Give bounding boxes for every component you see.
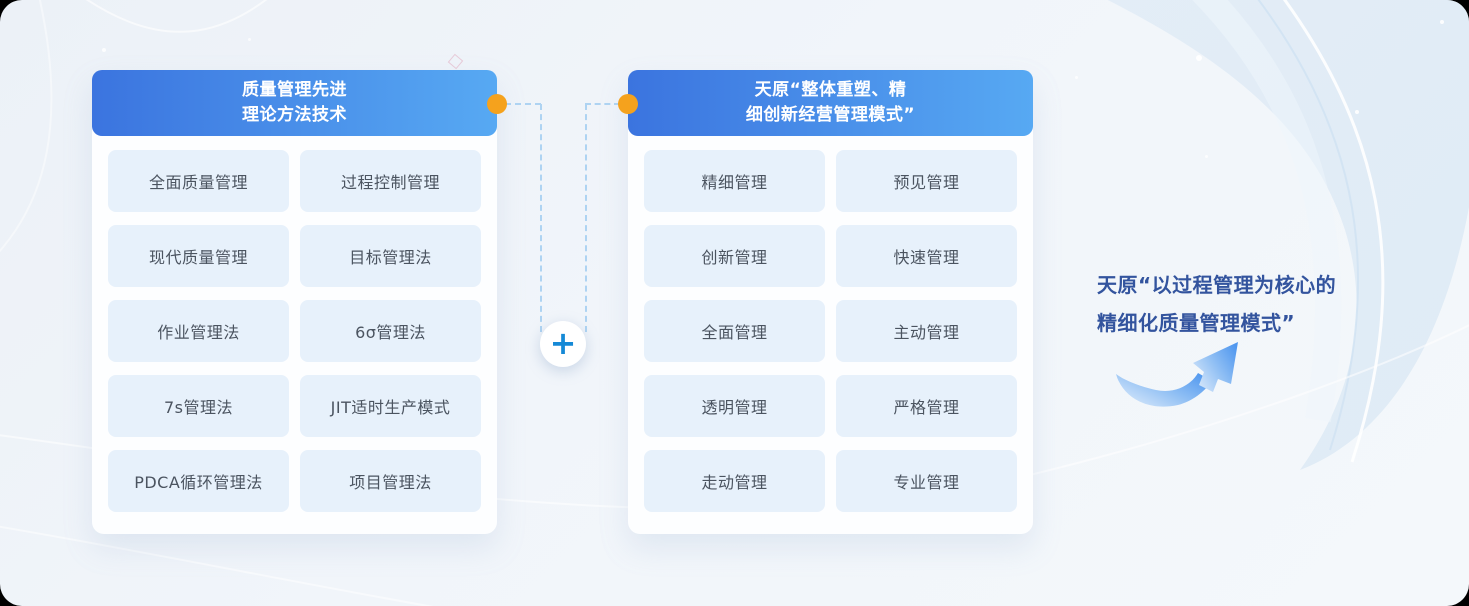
left-panel-title-line2: 理论方法技术: [242, 105, 347, 125]
dashed-connector-left-horizontal: [505, 103, 541, 105]
sparkle-dot: [1440, 20, 1444, 24]
mode-item: 严格管理: [836, 375, 1017, 437]
triangle-decoration: [447, 53, 464, 70]
mode-item: 透明管理: [644, 375, 825, 437]
plus-glyph: +: [549, 323, 577, 362]
method-item: 6σ管理法: [300, 300, 481, 362]
sparkle-dot: [1196, 55, 1202, 61]
result-statement: 天原“以过程管理为核心的 精细化质量管理模式”: [1097, 266, 1397, 342]
upward-arrow-icon: [1100, 334, 1242, 446]
right-panel-title-line2: 细创新经营管理模式”: [745, 105, 916, 125]
left-panel-body: 全面质量管理 过程控制管理 现代质量管理 目标管理法 作业管理法 6σ管理法 7…: [92, 136, 497, 534]
mode-item: 主动管理: [836, 300, 1017, 362]
method-item: 目标管理法: [300, 225, 481, 287]
method-item: 项目管理法: [300, 450, 481, 512]
connector-dot-right: [618, 94, 638, 114]
result-line1: 天原“以过程管理为核心的: [1097, 273, 1337, 297]
right-modes-panel: 天原“整体重塑、精 细创新经营管理模式” 精细管理 预见管理 创新管理 快速管理…: [628, 70, 1033, 534]
dashed-connector-right-horizontal: [585, 103, 620, 105]
method-item: 全面质量管理: [108, 150, 289, 212]
mode-item: 全面管理: [644, 300, 825, 362]
left-methods-panel: 质量管理先进 理论方法技术 全面质量管理 过程控制管理 现代质量管理 目标管理法…: [92, 70, 497, 534]
method-item: 过程控制管理: [300, 150, 481, 212]
method-item: JIT适时生产模式: [300, 375, 481, 437]
plus-icon: +: [540, 321, 586, 367]
result-line2: 精细化质量管理模式”: [1097, 311, 1296, 335]
connector-dot-left: [487, 94, 507, 114]
mode-item: 精细管理: [644, 150, 825, 212]
sparkle-dot: [1075, 76, 1078, 79]
mode-item: 预见管理: [836, 150, 1017, 212]
method-item: 作业管理法: [108, 300, 289, 362]
right-panel-header: 天原“整体重塑、精 细创新经营管理模式”: [628, 70, 1033, 136]
right-panel-body: 精细管理 预见管理 创新管理 快速管理 全面管理 主动管理 透明管理 严格管理 …: [628, 136, 1033, 534]
sparkle-dot: [1355, 110, 1359, 114]
mode-item: 走动管理: [644, 450, 825, 512]
right-panel-title-line1: 天原“整体重塑、精: [754, 80, 907, 100]
mode-item: 创新管理: [644, 225, 825, 287]
method-item: 7s管理法: [108, 375, 289, 437]
left-panel-header: 质量管理先进 理论方法技术: [92, 70, 497, 136]
method-item: PDCA循环管理法: [108, 450, 289, 512]
mode-item: 专业管理: [836, 450, 1017, 512]
dashed-connector-right-vertical: [585, 104, 587, 332]
sparkle-dot: [248, 38, 251, 41]
sparkle-dot: [1205, 155, 1208, 158]
left-panel-title-line1: 质量管理先进: [242, 80, 347, 100]
dashed-connector-left-vertical: [540, 104, 542, 332]
sparkle-dot: [102, 48, 106, 52]
mode-item: 快速管理: [836, 225, 1017, 287]
method-item: 现代质量管理: [108, 225, 289, 287]
